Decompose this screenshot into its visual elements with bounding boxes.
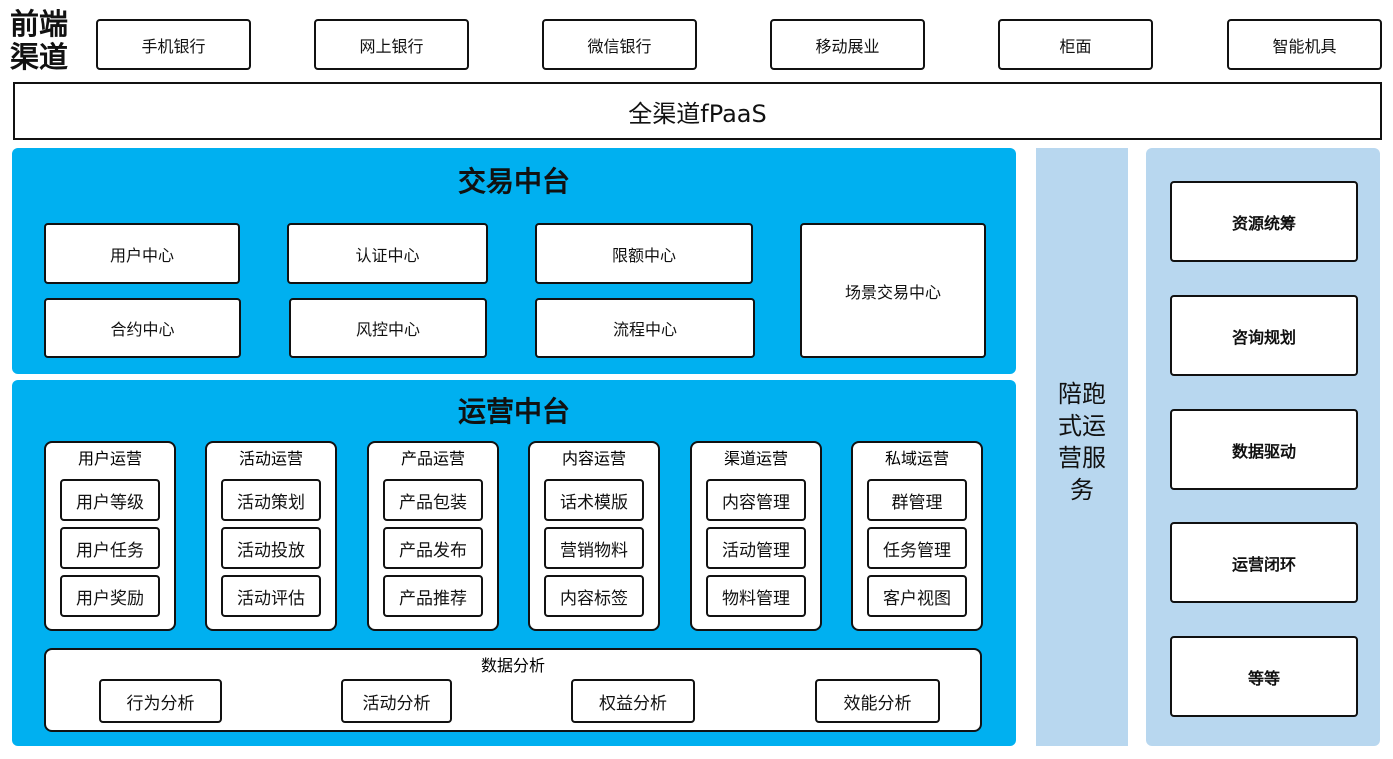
trade-title: 交易中台 <box>457 165 570 198</box>
ops-group: 私域运营群管理任务管理客户视图 <box>851 441 983 631</box>
fpaas-bar: 全渠道fPaaS <box>13 82 1382 140</box>
analysis-item: 行为分析 <box>99 679 222 723</box>
trade-module: 场景交易中心 <box>800 223 986 358</box>
data-analysis-title: 数据分析 <box>480 656 545 675</box>
analysis-item: 权益分析 <box>571 679 695 723</box>
ops-group-title: 活动运营 <box>238 449 303 468</box>
ops-group-title: 产品运营 <box>400 449 465 468</box>
ops-item: 物料管理 <box>706 575 806 617</box>
ops-item: 活动投放 <box>221 527 321 569</box>
ops-group-title: 用户运营 <box>77 449 142 468</box>
ops-group: 活动运营活动策划活动投放活动评估 <box>205 441 337 631</box>
ops-item: 用户奖励 <box>60 575 160 617</box>
service-column: 陪跑式运营服务 <box>1036 148 1128 746</box>
ops-item: 活动评估 <box>221 575 321 617</box>
ops-item: 产品发布 <box>383 527 483 569</box>
ops-item: 话术模版 <box>544 479 644 521</box>
ops-item: 活动策划 <box>221 479 321 521</box>
channel-box: 微信银行 <box>542 19 697 70</box>
service-item: 等等 <box>1170 636 1358 717</box>
channel-box: 移动展业 <box>770 19 925 70</box>
trade-module: 用户中心 <box>44 223 240 284</box>
service-item: 数据驱动 <box>1170 409 1358 490</box>
ops-item: 内容标签 <box>544 575 644 617</box>
ops-item: 内容管理 <box>706 479 806 521</box>
ops-item: 任务管理 <box>867 527 967 569</box>
data-analysis: 数据分析 行为分析 活动分析 权益分析 效能分析 <box>44 648 982 732</box>
ops-group-title: 私域运营 <box>884 449 949 468</box>
ops-group: 渠道运营内容管理活动管理物料管理 <box>690 441 822 631</box>
front-channel-label: 前端渠道 <box>10 7 69 74</box>
analysis-item: 效能分析 <box>815 679 940 723</box>
trade-module: 流程中心 <box>535 298 755 358</box>
ops-item: 客户视图 <box>867 575 967 617</box>
channel-box: 网上银行 <box>314 19 469 70</box>
ops-group-title: 渠道运营 <box>723 449 788 468</box>
trade-module: 风控中心 <box>289 298 487 358</box>
channel-box: 柜面 <box>998 19 1153 70</box>
trade-module: 认证中心 <box>287 223 488 284</box>
ops-group: 用户运营用户等级用户任务用户奖励 <box>44 441 176 631</box>
ops-item: 群管理 <box>867 479 967 521</box>
ops-item: 用户任务 <box>60 527 160 569</box>
service-item: 运营闭环 <box>1170 522 1358 603</box>
service-panel: 资源统筹咨询规划数据驱动运营闭环等等 <box>1146 148 1380 746</box>
service-label: 陪跑式运营服务 <box>1058 380 1106 504</box>
ops-item: 用户等级 <box>60 479 160 521</box>
channel-box: 智能机具 <box>1227 19 1382 70</box>
ops-group: 产品运营产品包装产品发布产品推荐 <box>367 441 499 631</box>
trade-module: 限额中心 <box>535 223 753 284</box>
service-item: 咨询规划 <box>1170 295 1358 376</box>
service-item: 资源统筹 <box>1170 181 1358 262</box>
channel-box: 手机银行 <box>96 19 251 70</box>
ops-group: 内容运营话术模版营销物料内容标签 <box>528 441 660 631</box>
trade-module: 合约中心 <box>44 298 241 358</box>
ops-platform: 运营中台 用户运营用户等级用户任务用户奖励活动运营活动策划活动投放活动评估产品运… <box>12 380 1016 746</box>
ops-item: 产品推荐 <box>383 575 483 617</box>
ops-group-title: 内容运营 <box>561 449 626 468</box>
trade-platform: 交易中台 用户中心认证中心限额中心合约中心风控中心流程中心场景交易中心 <box>12 148 1016 374</box>
ops-title: 运营中台 <box>457 395 570 428</box>
ops-item: 营销物料 <box>544 527 644 569</box>
ops-item: 产品包装 <box>383 479 483 521</box>
ops-item: 活动管理 <box>706 527 806 569</box>
analysis-item: 活动分析 <box>341 679 452 723</box>
